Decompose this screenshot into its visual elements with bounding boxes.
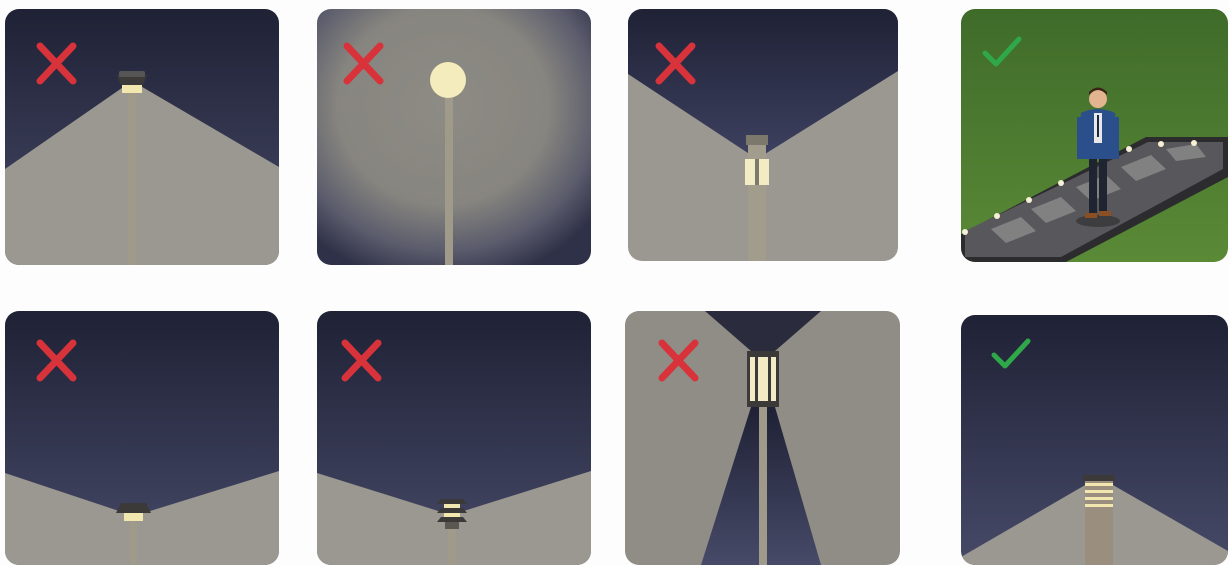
up-down-lantern-illustration: [625, 311, 900, 565]
tile-path-lights: [961, 9, 1228, 262]
tile-area-light: [5, 9, 279, 265]
lantern-glass: [750, 357, 776, 401]
tile-globe-light: [317, 9, 591, 265]
pagoda-light-illustration: [317, 311, 591, 565]
pole: [130, 521, 137, 565]
pole: [448, 529, 456, 565]
pole: [445, 97, 453, 265]
tile-louvered-bollard: [961, 315, 1228, 565]
globe-lamp: [430, 62, 466, 98]
pole: [128, 87, 136, 265]
bollard-uplight-illustration: [628, 9, 898, 261]
area-light-illustration: [5, 9, 279, 265]
path-lights-illustration: [961, 9, 1228, 262]
louvered-bollard-illustration: [961, 315, 1228, 565]
tile-bollard-uplight: [628, 9, 898, 261]
bollard-body: [1085, 481, 1113, 565]
shaded-lantern-illustration: [5, 311, 279, 565]
globe-light-illustration: [317, 9, 591, 265]
pole: [759, 407, 767, 565]
bollard-body: [748, 139, 766, 261]
lamp-shade: [116, 503, 151, 513]
tile-pagoda-light: [317, 311, 591, 565]
tile-shaded-lantern: [5, 311, 279, 565]
tile-up-down-lantern: [625, 311, 900, 565]
